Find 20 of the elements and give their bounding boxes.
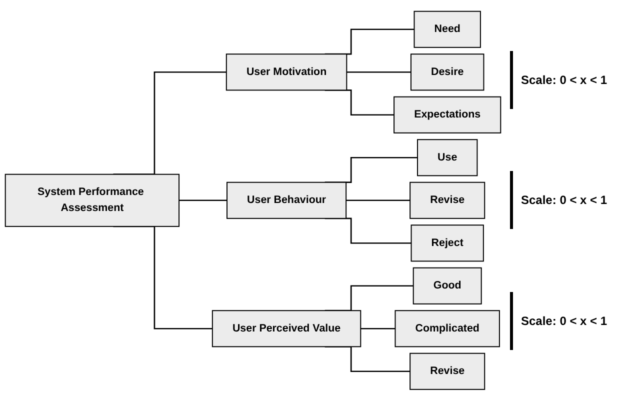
- node-box: Desire: [410, 54, 484, 91]
- node-box: System Performance Assessment: [4, 174, 180, 228]
- connector: [346, 200, 410, 202]
- scale-note: Scale: 0 < x < 1: [510, 171, 632, 230]
- node-box: User Motivation: [226, 54, 348, 91]
- node-box: User Behaviour: [226, 182, 347, 220]
- node-box: Good: [412, 267, 482, 305]
- node-box: Need: [414, 10, 481, 48]
- node-box: Revise: [410, 182, 486, 220]
- node-box: User Perceived Value: [212, 310, 362, 348]
- scale-note: Scale: 0 < x < 1: [510, 51, 632, 110]
- node-box: Complicated: [394, 310, 500, 348]
- scale-note: Scale: 0 < x < 1: [510, 292, 632, 350]
- node-box: Expectations: [394, 96, 502, 134]
- connector: [346, 72, 411, 73]
- connector: [360, 328, 396, 330]
- node-box: Revise: [410, 352, 486, 390]
- node-box: Reject: [410, 224, 484, 262]
- connector: [179, 200, 227, 202]
- node-box: Use: [417, 139, 478, 176]
